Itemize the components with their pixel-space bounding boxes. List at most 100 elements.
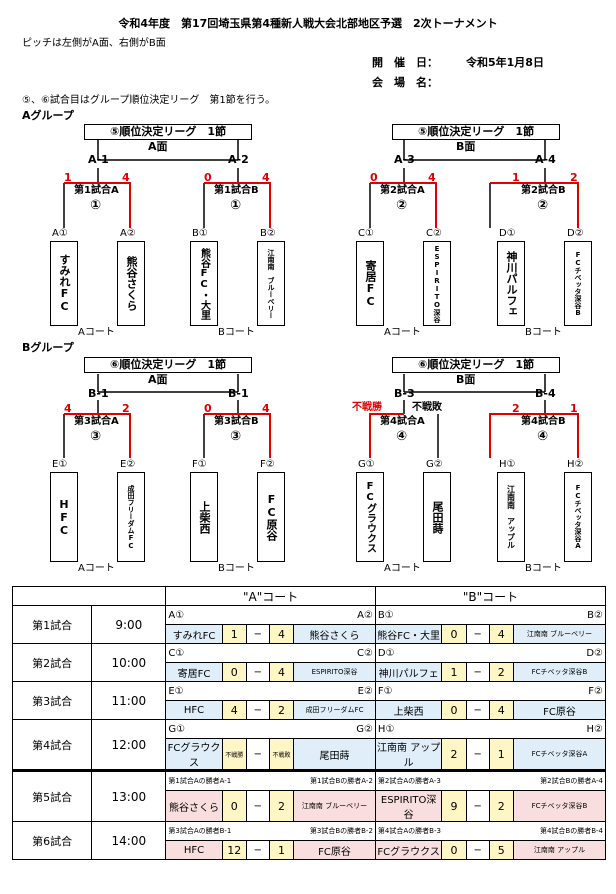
match-time: 13:00	[91, 770, 167, 822]
score-cell: 2	[441, 738, 467, 771]
team-box: 寄居FC	[356, 241, 384, 326]
seed: H②	[567, 459, 584, 470]
match-number: ②	[537, 198, 549, 213]
team-cell: FC原谷	[512, 700, 607, 720]
score-cell: 0	[441, 700, 467, 720]
team-cell: 熊谷さくら	[165, 790, 223, 822]
team-cell: FCチベッタ深谷B	[512, 662, 607, 682]
match-number: ①	[90, 198, 102, 213]
score: 4	[262, 402, 270, 415]
corner-cell	[11, 586, 167, 606]
score: 不戦勝	[352, 402, 382, 413]
seed-cell: A②	[246, 605, 376, 625]
team-cell: 熊谷FC・大里	[374, 624, 443, 644]
dash-cell: −	[245, 700, 270, 720]
court-label: Aコート	[78, 327, 115, 338]
venue-label: 会 場 名：	[372, 76, 438, 89]
team-cell: 寄居FC	[165, 662, 223, 682]
seed: C①	[358, 228, 374, 239]
score-cell: 0	[221, 790, 247, 822]
score-cell: 1	[441, 662, 467, 682]
team-box: 神川パルフェ	[497, 241, 525, 326]
match-name: 第3試合B	[214, 416, 259, 427]
score: 2	[122, 402, 130, 415]
slot-b3: B-3	[394, 387, 415, 400]
seed: E②	[120, 459, 136, 470]
team-cell: FCチベッタ深谷A	[512, 738, 607, 771]
seed-cell: 第3試合Bの勝者B-2	[246, 821, 376, 841]
score-cell: 0	[221, 662, 247, 682]
score-cell: 4	[268, 662, 295, 682]
dash-cell: −	[465, 738, 490, 771]
seed: D①	[499, 228, 516, 239]
team-box: FC原谷	[257, 472, 285, 562]
court-label: Bコート	[218, 327, 255, 338]
seed: F①	[192, 459, 207, 470]
team-cell: FCグラウクス	[165, 738, 223, 771]
dash-cell: −	[465, 790, 490, 822]
seed: A①	[52, 228, 68, 239]
match-label: 第1試合	[11, 605, 93, 644]
dash-cell: −	[245, 738, 270, 771]
seed-cell: D①	[374, 643, 467, 663]
score-cell: 5	[488, 840, 514, 860]
match-number: ④	[396, 429, 408, 444]
dash-cell: −	[465, 624, 490, 644]
seed-cell: B①	[374, 605, 467, 625]
score: 4	[262, 171, 270, 184]
team-cell: 江南南 アップル	[512, 840, 607, 860]
slot-b1: B-1	[88, 387, 109, 400]
slot-a1: A-1	[88, 153, 109, 166]
score-cell: 4	[488, 624, 514, 644]
seed-cell: E①	[165, 681, 247, 701]
seed: B②	[260, 228, 276, 239]
match-label: 第3試合	[11, 681, 93, 720]
seed: H①	[499, 459, 516, 470]
league-box-a-left: ⑤順位決定リーグ 1節	[84, 124, 252, 140]
match-number: ③	[90, 429, 102, 444]
team-cell: 熊谷さくら	[293, 624, 376, 644]
match-number: ②	[396, 198, 408, 213]
court-label: Bコート	[218, 563, 255, 574]
dash-cell: −	[245, 624, 270, 644]
score: 0	[204, 171, 212, 184]
score: 1	[512, 171, 520, 184]
seed-cell: A①	[165, 605, 247, 625]
team-cell: ESPIRITO深谷	[293, 662, 376, 682]
match-name: 第1試合B	[214, 185, 259, 196]
seed-cell: G①	[165, 719, 247, 739]
team-cell: FC原谷	[293, 840, 376, 860]
team-box: 江南南 アップル	[497, 472, 525, 562]
seed-cell: D②	[466, 643, 607, 663]
score-cell: 2	[268, 790, 295, 822]
score: 0	[204, 402, 212, 415]
team-cell: 神川パルフェ	[374, 662, 443, 682]
court-b-header: "B"コート	[374, 586, 607, 606]
team-cell: HFC	[165, 700, 223, 720]
match-time: 11:00	[91, 681, 167, 720]
match-label: 第6試合	[11, 821, 93, 860]
field-b-label: B面	[456, 140, 476, 153]
seed: E①	[52, 459, 68, 470]
match-time: 14:00	[91, 821, 167, 860]
slot-a4: A-4	[535, 153, 556, 166]
bracket-lines	[63, 140, 579, 458]
match-number: ③	[230, 429, 242, 444]
slot-a3: A-3	[394, 153, 415, 166]
team-box: 熊谷FC・大里	[190, 241, 218, 326]
score-cell: 2	[488, 790, 514, 822]
score: 不戦敗	[412, 402, 442, 413]
match-name: 第2試合A	[380, 185, 425, 196]
court-a-header: "A"コート	[165, 586, 376, 606]
dash-cell: −	[465, 662, 490, 682]
dash-cell: −	[465, 840, 490, 860]
date-value: 令和5年1月8日	[466, 56, 544, 69]
score: 2	[512, 402, 520, 415]
match-name: 第2試合B	[521, 185, 566, 196]
field-b-label: B面	[456, 373, 476, 386]
score-cell: 4	[221, 700, 247, 720]
team-box: FCチベッタ深谷A	[564, 472, 592, 562]
team-box: FCグラウクス	[356, 472, 384, 562]
court-label: Aコート	[384, 327, 421, 338]
